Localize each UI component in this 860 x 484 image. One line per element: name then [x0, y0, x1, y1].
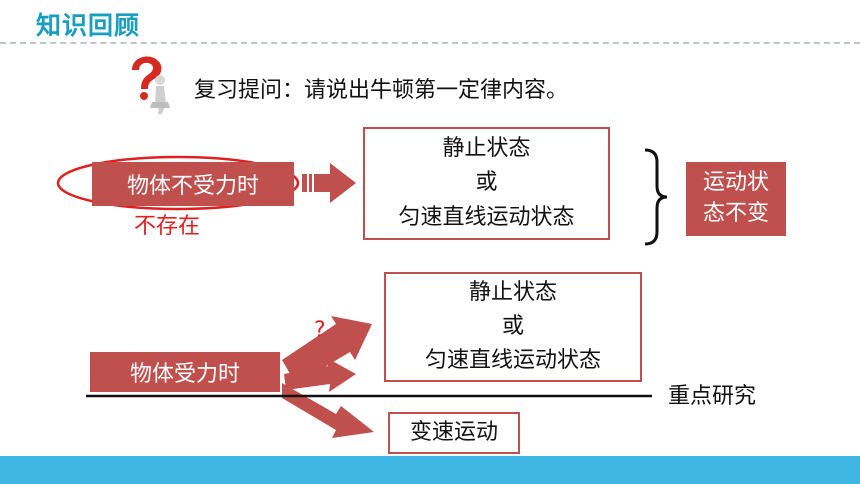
- no-force-condition-box: 物体不受力时: [92, 162, 294, 206]
- condition-highlight-ellipse: [56, 155, 300, 211]
- conclusion-line-1: 运动状: [702, 170, 769, 196]
- section-title: 知识回顾: [36, 11, 141, 40]
- branch-arrows: [282, 316, 374, 438]
- top-states-box: 静止状态 或 匀速直线运动状态: [363, 127, 610, 240]
- top-arrow: [302, 163, 356, 203]
- question-person-icon: [132, 56, 170, 114]
- title-divider: [0, 42, 860, 44]
- review-question: 复习提问：请说出牛顿第一定律内容。: [194, 78, 569, 103]
- question-mark: ?: [314, 318, 326, 343]
- state-static: 静止状态: [468, 279, 557, 305]
- force-condition-box: 物体受力时: [90, 352, 280, 392]
- focus-label: 重点研究: [668, 384, 757, 409]
- footer-bar: [0, 456, 860, 484]
- not-exist-annotation: 不存在: [134, 214, 201, 239]
- state-static: 静止状态: [442, 136, 531, 162]
- variable-motion-box: 变速运动: [388, 412, 520, 454]
- conclusion-line-2: 态不变: [702, 201, 769, 226]
- conclusion-box: 运动状 态不变: [686, 162, 786, 236]
- right-brace: [644, 148, 668, 246]
- bottom-states-box: 静止状态 或 匀速直线运动状态: [384, 272, 642, 382]
- state-uniform-motion: 匀速直线运动状态: [398, 204, 575, 230]
- state-or: 或: [501, 313, 524, 339]
- state-or: 或: [475, 170, 498, 196]
- state-uniform-motion: 匀速直线运动状态: [424, 348, 601, 374]
